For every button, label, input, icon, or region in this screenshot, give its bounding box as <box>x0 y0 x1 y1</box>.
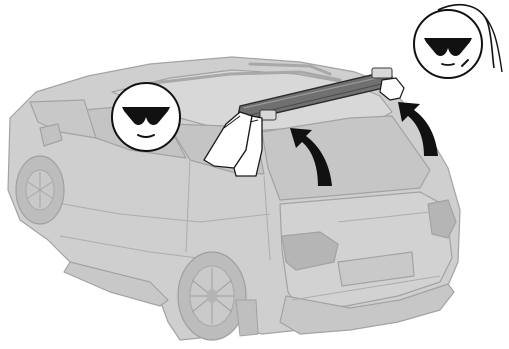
person-face-sunglasses-icon <box>112 83 180 151</box>
suv-mud-flap <box>236 300 258 336</box>
person-face-sunglasses-headset-icon <box>414 5 502 78</box>
suv-wheel-front <box>16 156 64 224</box>
suv-wheel-rear <box>178 252 246 340</box>
